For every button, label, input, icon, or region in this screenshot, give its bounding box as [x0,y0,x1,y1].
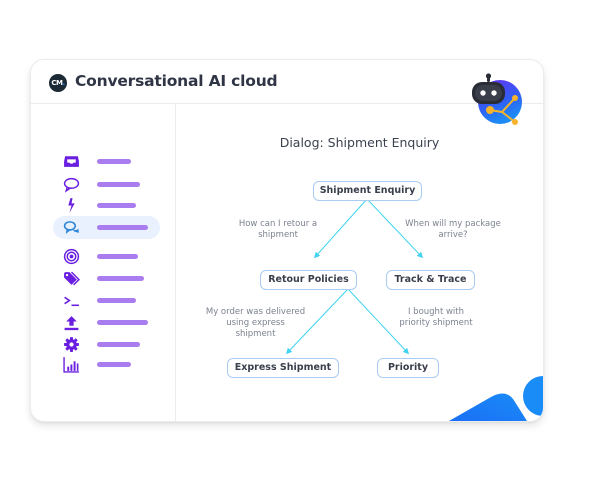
sidebar-item-analytics[interactable] [53,353,160,376]
edge-label-line: priority shipment [399,318,473,328]
edge-label-line: arrive? [438,230,468,240]
node-retour-policies[interactable]: Retour Policies [260,270,357,290]
sidebar-item-label [97,362,131,367]
gear-icon [64,337,79,352]
sidebar-item-label [97,276,144,281]
dialog-title: Dialog: Shipment Enquiry [279,135,440,150]
decorative-blob [449,376,543,421]
sidebar-item-goals[interactable] [53,245,160,268]
sidebar-item-conversations[interactable] [53,216,160,239]
edge-label-express: My order was delivered using express shi… [198,307,313,340]
upload-icon [64,316,79,331]
sidebar-item-label [97,182,140,187]
dialog-edges [285,198,424,355]
sidebar-item-label [97,320,148,325]
edge-label-line: How can I retour a [238,219,318,229]
terminal-icon [64,296,79,307]
robot-mascot-icon [472,73,522,125]
sidebar-item-settings[interactable] [53,333,160,356]
target-icon [63,248,80,265]
sidebar-item-publish[interactable] [53,311,160,334]
app-header: CM. Conversational AI cloud [31,60,543,104]
edge-label-retour: How can I retour a shipment [223,219,333,241]
edge-retour-priority [347,288,410,355]
edge-root-track [366,198,424,259]
node-express-shipment[interactable]: Express Shipment [227,358,339,378]
sidebar-item-scripts[interactable] [53,289,160,312]
node-priority[interactable]: Priority [377,358,439,378]
sidebar-item-chat[interactable] [53,173,160,196]
sidebar-item-label [97,298,136,303]
node-shipment-enquiry[interactable]: Shipment Enquiry [313,181,422,201]
edge-label-priority: I bought with priority shipment [386,307,486,329]
dialog-canvas: Dialog: Shipment Enquiry Shipment Enquir… [176,104,543,421]
edge-label-line: shipment [235,329,276,339]
sidebar-item-triggers[interactable] [53,194,160,217]
sidebar-item-tags[interactable] [53,267,160,290]
sidebar [31,104,176,421]
chat-bubble-icon [63,177,80,193]
cm-logo: CM. [49,74,67,92]
sidebar-item-label [97,159,131,164]
inbox-icon [64,156,79,167]
app-title: Conversational AI cloud [75,72,278,90]
edge-label-line: using express [226,318,285,328]
edge-retour-express [285,288,349,355]
sidebar-item-inbox[interactable] [53,150,160,173]
edge-label-track: When will my package arrive? [398,219,508,241]
lightning-icon [68,198,75,213]
sidebar-item-label [97,342,140,347]
bar-chart-icon [63,357,79,373]
edge-label-line: I bought with [407,307,465,317]
node-track-and-trace[interactable]: Track & Trace [386,270,475,290]
edge-root-retour [313,198,368,259]
sidebar-item-label [97,225,148,230]
conversation-icon [63,221,79,234]
sidebar-item-label [97,254,138,259]
sidebar-item-label [97,203,136,208]
edge-label-line: When will my package [405,219,501,229]
edge-label-line: My order was delivered [205,307,306,317]
edge-label-line: shipment [258,230,298,240]
tags-icon [64,271,80,286]
app-window: CM. Conversational AI cloud [30,59,544,422]
